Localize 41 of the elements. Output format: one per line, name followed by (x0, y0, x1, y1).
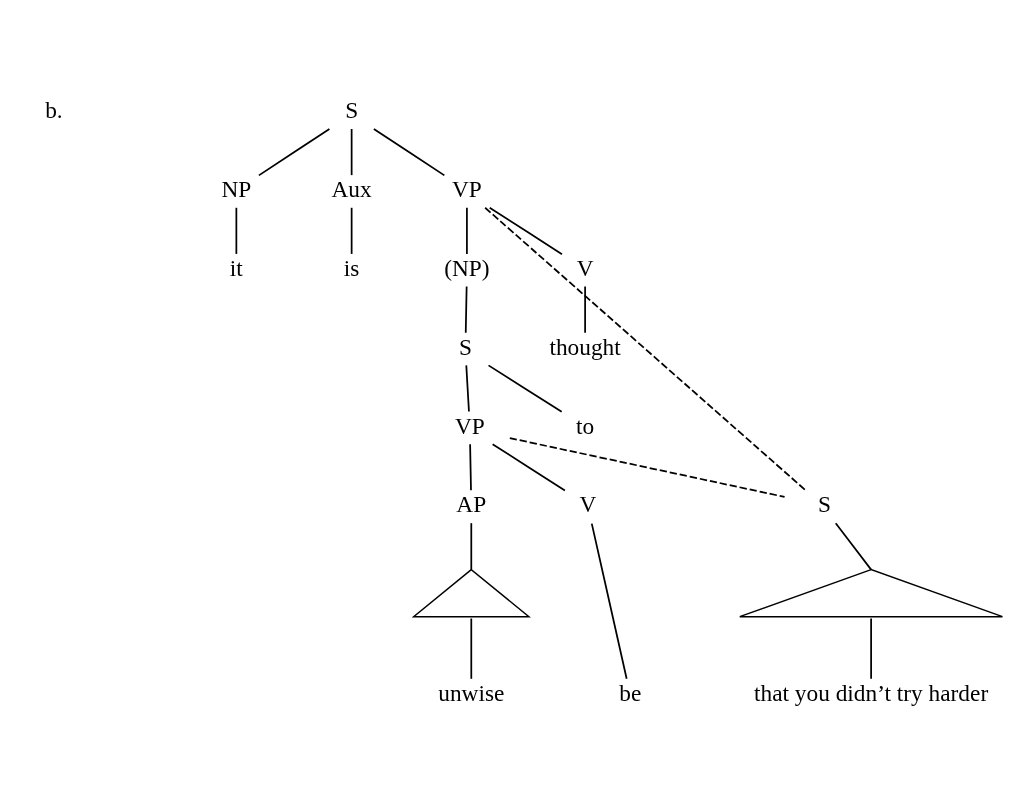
connector (235, 206, 238, 255)
node-text: that you didn’t try harder (754, 679, 989, 706)
node-text: (NP) (444, 254, 490, 281)
connector (350, 127, 353, 176)
connector (508, 436, 786, 498)
node-triangle (739, 568, 1004, 617)
node-text: S (345, 96, 359, 123)
node-text: VP (454, 412, 485, 439)
node-text: NP (221, 175, 252, 202)
node-text: to (576, 412, 595, 439)
node-text: S (817, 490, 831, 517)
connector (465, 364, 470, 412)
connector (484, 206, 807, 491)
connector (350, 206, 353, 255)
node-text: AP (456, 490, 487, 517)
connector (487, 364, 563, 413)
connector (584, 285, 586, 334)
connector (464, 285, 468, 334)
connector (258, 127, 331, 176)
node-text: unwise (438, 679, 505, 706)
node-text: V (576, 254, 594, 281)
node-text: be (619, 679, 642, 706)
node-triangle (411, 568, 531, 617)
node-text: thought (549, 333, 621, 360)
connector (470, 617, 473, 680)
connector (870, 617, 872, 680)
connector (834, 521, 872, 570)
connector (470, 521, 473, 570)
node-text: Aux (331, 175, 372, 202)
node-text: VP (452, 175, 482, 202)
node-text: S (458, 333, 472, 360)
connector (469, 442, 472, 491)
connector (466, 206, 468, 255)
label: b. (45, 96, 63, 123)
node-text: V (579, 490, 597, 517)
node-text: is (343, 254, 360, 281)
connector (488, 206, 563, 255)
connector (373, 127, 446, 176)
connector (491, 442, 566, 491)
node-text: it (229, 254, 243, 281)
connector (590, 522, 628, 680)
